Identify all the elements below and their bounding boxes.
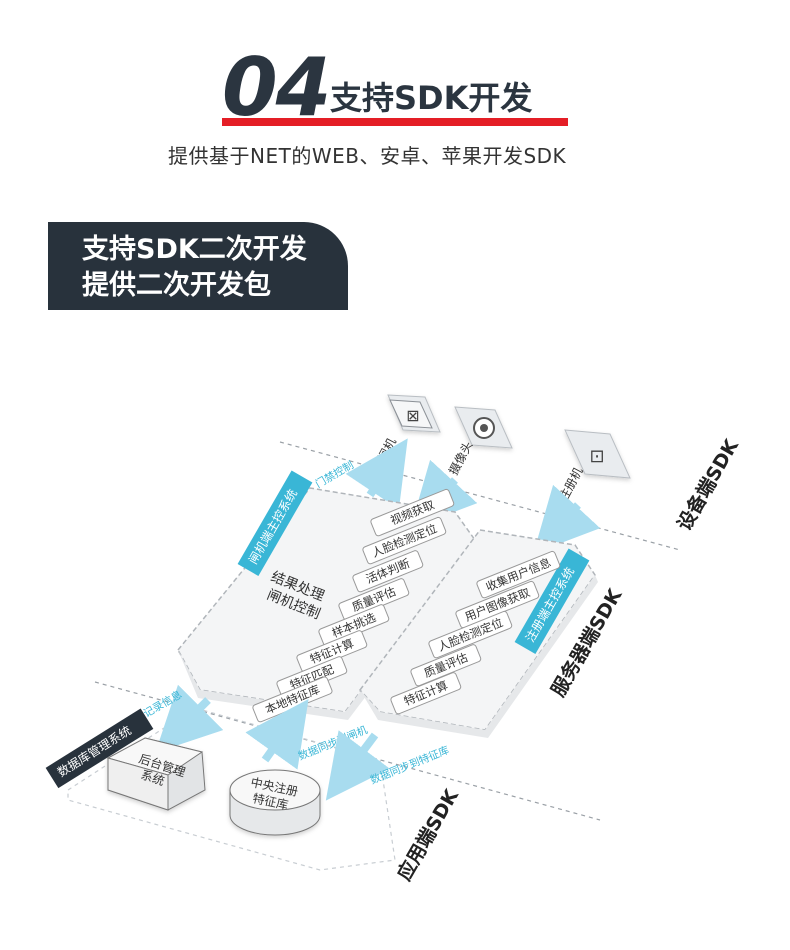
section-number: 04 xyxy=(222,41,331,134)
section-subtitle: 提供基于NET的WEB、安卓、苹果开发SDK xyxy=(168,144,567,168)
gate-label: 闸机 xyxy=(375,436,399,464)
gate-control-label: 门禁控制 xyxy=(313,458,356,490)
central-line-2: 特征库 xyxy=(251,790,289,812)
camera-label: 摄像头 xyxy=(445,439,475,478)
register-icon: ⊡ xyxy=(589,446,604,467)
arrow-return-record xyxy=(155,684,224,753)
central-db-cylinder xyxy=(229,769,321,836)
right-pill-4: 特征计算 xyxy=(390,672,462,715)
banner-line-1: 支持SDK二次开发 xyxy=(82,234,307,265)
gate-icon: ⊠ xyxy=(406,406,419,425)
feature-banner xyxy=(48,222,348,310)
arrow-sync-gate xyxy=(245,698,309,770)
register-label: 注册机 xyxy=(555,465,585,504)
banner-line-2: 提供二次开发包 xyxy=(82,270,271,301)
device-gate xyxy=(387,394,441,433)
arrow-gate-up xyxy=(345,438,408,510)
admin-system-box xyxy=(106,737,206,811)
device-sdk-label: 设备端SDK xyxy=(672,434,743,534)
sync-feature-label: 数据同步到特征库 xyxy=(368,743,451,787)
arrow-register-down xyxy=(533,484,601,554)
arrow-sync-feature xyxy=(325,730,390,801)
title-underline xyxy=(222,118,568,126)
device-register xyxy=(564,429,631,479)
dashed-separators xyxy=(94,441,681,821)
app-sdk-label: 应用端SDK xyxy=(392,784,463,884)
section-title: 支持SDK开发 xyxy=(330,79,533,117)
separator-device xyxy=(279,441,681,551)
